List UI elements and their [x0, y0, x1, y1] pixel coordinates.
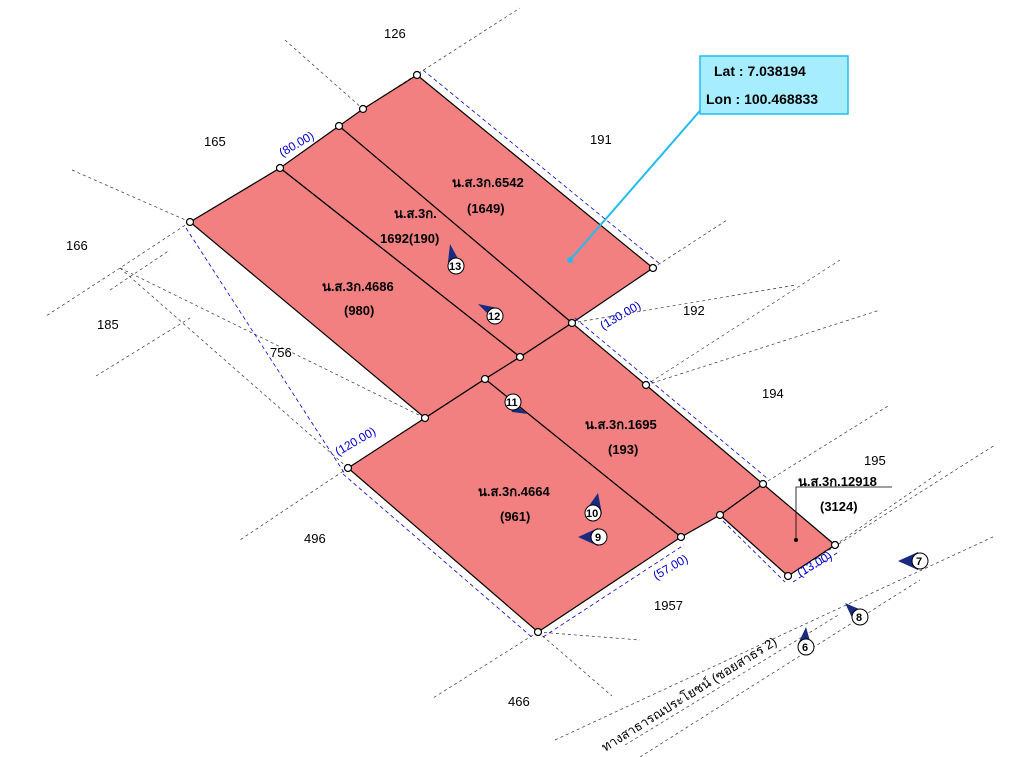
neighbor-label-1957: 1957	[654, 598, 683, 613]
neighbor-label-194: 194	[762, 386, 784, 401]
parcel-1692-number: 1692(190)	[380, 231, 439, 246]
marker-12-label: 12	[488, 311, 500, 323]
marker-7[interactable]: 7	[898, 552, 929, 570]
parcels	[188, 74, 836, 633]
parcel-1695[interactable]	[483, 322, 764, 538]
parcel-4686-number: (980)	[344, 303, 374, 318]
parcel-4686-name: น.ส.3ก.4686	[322, 279, 394, 294]
coordinate-callout: Lat : 7.038194 Lon : 100.468833	[567, 55, 849, 263]
parcel-labels: น.ส.3ก.6542 (1649) น.ส.3ก. 1692(190) น.ส…	[322, 175, 877, 524]
parcel-6542-name: น.ส.3ก.6542	[452, 175, 524, 190]
neighbor-labels: 126 165 191 166 185 756 192 194 195 496 …	[66, 26, 886, 709]
parcel-4664[interactable]	[347, 378, 683, 633]
marker-6[interactable]: 6	[797, 627, 815, 656]
neighbor-label-466: 466	[508, 694, 530, 709]
lon-label: Lon : 100.468833	[706, 91, 818, 107]
neighbor-label-191: 191	[590, 132, 612, 147]
marker-12[interactable]: 12	[478, 304, 504, 325]
marker-11[interactable]: 11	[504, 393, 528, 414]
neighbor-label-192: 192	[683, 303, 705, 318]
marker-13[interactable]: 13	[447, 244, 465, 275]
marker-13-label: 13	[449, 261, 461, 273]
marker-9-label: 9	[595, 532, 601, 544]
neighbor-label-756: 756	[270, 345, 292, 360]
marker-9[interactable]: 9	[578, 528, 608, 546]
parcel-6542[interactable]	[338, 74, 655, 324]
marker-7-label: 7	[916, 556, 922, 568]
marker-8[interactable]: 8	[845, 603, 869, 626]
survey-vertices	[185, 70, 840, 637]
neighbor-label-185: 185	[97, 317, 119, 332]
neighbor-label-166: 166	[66, 238, 88, 253]
survey-markers: 13 12 11 10 9 7 8	[447, 244, 929, 656]
neighbor-label-165: 165	[204, 134, 226, 149]
dimension-label-130: (130.00)	[598, 298, 644, 332]
lat-label: Lat : 7.038194	[714, 63, 806, 79]
dimension-lines	[185, 69, 841, 640]
parcel-6542-number: (1649)	[467, 201, 505, 216]
parcel-12918-number: (3124)	[820, 499, 858, 514]
parcel-1692-name: น.ส.3ก.	[394, 206, 437, 221]
parcel-4664-name: น.ส.3ก.4664	[478, 484, 550, 499]
marker-10-label: 10	[586, 508, 598, 520]
parcel-4664-number: (961)	[500, 509, 530, 524]
marker-11-label: 11	[506, 397, 518, 409]
neighbor-boundary-lines	[45, 7, 996, 757]
road-label: ทางสาธารณประโยชน์ (ซอยสาธร 2)	[599, 634, 780, 755]
dimension-label-57: (57.00)	[651, 551, 691, 582]
neighbor-label-496: 496	[304, 531, 326, 546]
parcel-12918-name: น.ส.3ก.12918	[798, 474, 877, 489]
parcel-12918-leader	[795, 486, 892, 540]
marker-6-label: 6	[802, 642, 808, 654]
neighbor-label-195: 195	[864, 453, 886, 468]
marker-8-label: 8	[856, 612, 862, 624]
marker-10[interactable]: 10	[584, 493, 602, 522]
neighbor-label-126: 126	[384, 26, 406, 41]
parcel-1695-number: (193)	[608, 442, 638, 457]
parcel-1695-name: น.ส.3ก.1695	[585, 417, 657, 432]
